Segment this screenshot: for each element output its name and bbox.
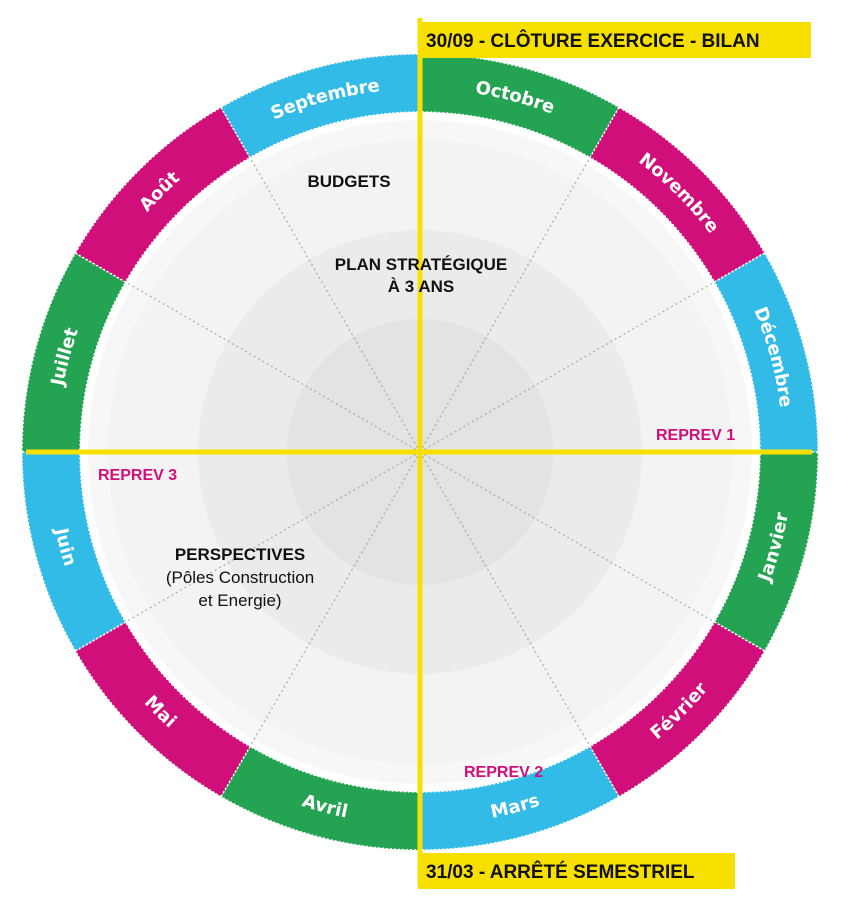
area-labels: BUDGETS PLAN STRATÉGIQUE À 3 ANS PERSPEC… [166,172,507,610]
axes [26,18,812,885]
perspectives-label-line2: (Pôles Construction [166,568,314,587]
month-segments [21,53,819,851]
closing-banner-text: 30/09 - CLÔTURE EXERCICE - BILAN [426,30,760,52]
spoke-line-2 [419,157,591,453]
reprev-2-label: REPREV 2 [464,764,543,781]
spoke-line-11 [125,281,421,453]
reprev-1-label: REPREV 1 [656,427,735,444]
spoke-line-12 [249,157,421,453]
semester-banner: 31/03 - ARRÊTÉ SEMESTRIEL [418,853,735,889]
spoke-line-5 [419,451,715,623]
reprev-labels: REPREV 1 REPREV 2 REPREV 3 [98,427,735,781]
closing-banner: 30/09 - CLÔTURE EXERCICE - BILAN [418,22,811,58]
strategic-plan-label-line2: À 3 ANS [388,277,454,296]
strategic-plan-label-line1: PLAN STRATÉGIQUE [335,255,508,274]
semester-banner-text: 31/03 - ARRÊTÉ SEMESTRIEL [426,861,695,883]
reprev-3-label: REPREV 3 [98,467,177,484]
semester-banner-background [418,853,735,889]
budgets-label: BUDGETS [307,172,390,191]
spoke-line-8 [249,451,421,747]
spoke-line-3 [419,281,715,453]
closing-banner-background [418,22,811,58]
perspectives-label-line3: et Energie) [198,591,281,610]
perspectives-label-line1: PERSPECTIVES [175,545,305,564]
spoke-line-9 [125,451,421,623]
spoke-line-6 [419,451,591,747]
